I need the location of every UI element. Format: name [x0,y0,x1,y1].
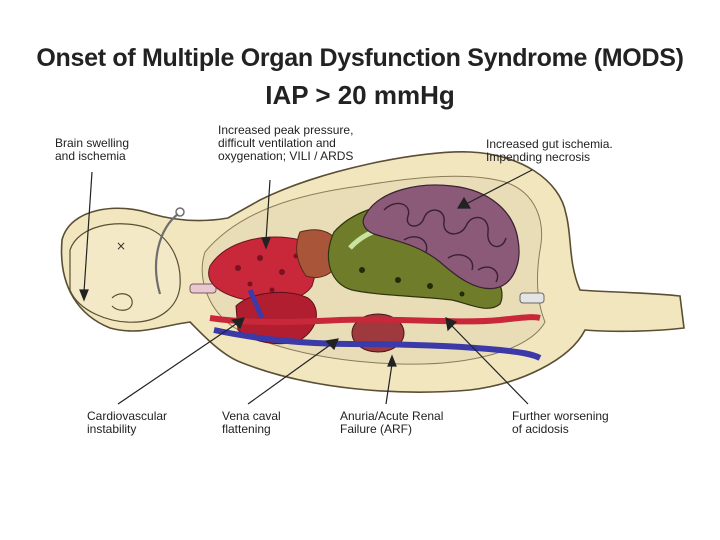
label-vena: Vena caval flattening [222,410,281,436]
label-renal: Anuria/Acute Renal Failure (ARF) [340,410,443,436]
label-acidosis: Further worsening of acidosis [512,410,609,436]
catheter [519,292,545,304]
label-lungs-line1: Increased peak pressure, [218,123,354,137]
diagram-title: Onset of Multiple Organ Dysfunction Synd… [36,44,684,72]
lungs [208,236,317,303]
label-gut: Increased gut ischemia. Impending necros… [486,138,613,164]
label-gut-line2: Impending necrosis [486,150,591,164]
small-intestine [362,184,520,290]
label-brain-line1: Brain swelling [55,136,130,150]
eye-mark: × [116,239,126,253]
label-renal-line1: Anuria/Acute Renal [340,409,444,423]
label-vena-line2: flattening [222,422,271,436]
aorta [209,314,541,325]
label-vena-line1: Vena caval [222,409,281,423]
vena-cava [213,327,542,361]
diagram-subtitle: IAP > 20 mmHg [265,80,455,110]
label-acidosis-line1: Further worsening [512,409,609,423]
label-cardio-line2: instability [87,422,137,436]
label-cardio: Cardiovascular instability [87,410,167,436]
label-brain: Brain swelling and ischemia [55,137,129,163]
label-cardio-line1: Cardiovascular [87,409,168,423]
label-acidosis-line2: of acidosis [512,422,569,436]
label-lungs-line2: difficult ventilation and [218,136,336,150]
ear [111,293,133,311]
leader-lines [79,169,533,405]
breathing-tube [154,213,179,295]
label-lungs-line3: oxygenation; VILI / ARDS [218,149,354,163]
head-outline [69,223,181,323]
label-lungs: Increased peak pressure, difficult venti… [218,124,353,163]
label-renal-line2: Failure (ARF) [340,422,413,436]
label-brain-line2: and ischemia [55,149,126,163]
heart-vessel-blue [247,289,265,319]
tube-connector [189,283,217,294]
label-gut-line1: Increased gut ischemia. [486,137,613,151]
